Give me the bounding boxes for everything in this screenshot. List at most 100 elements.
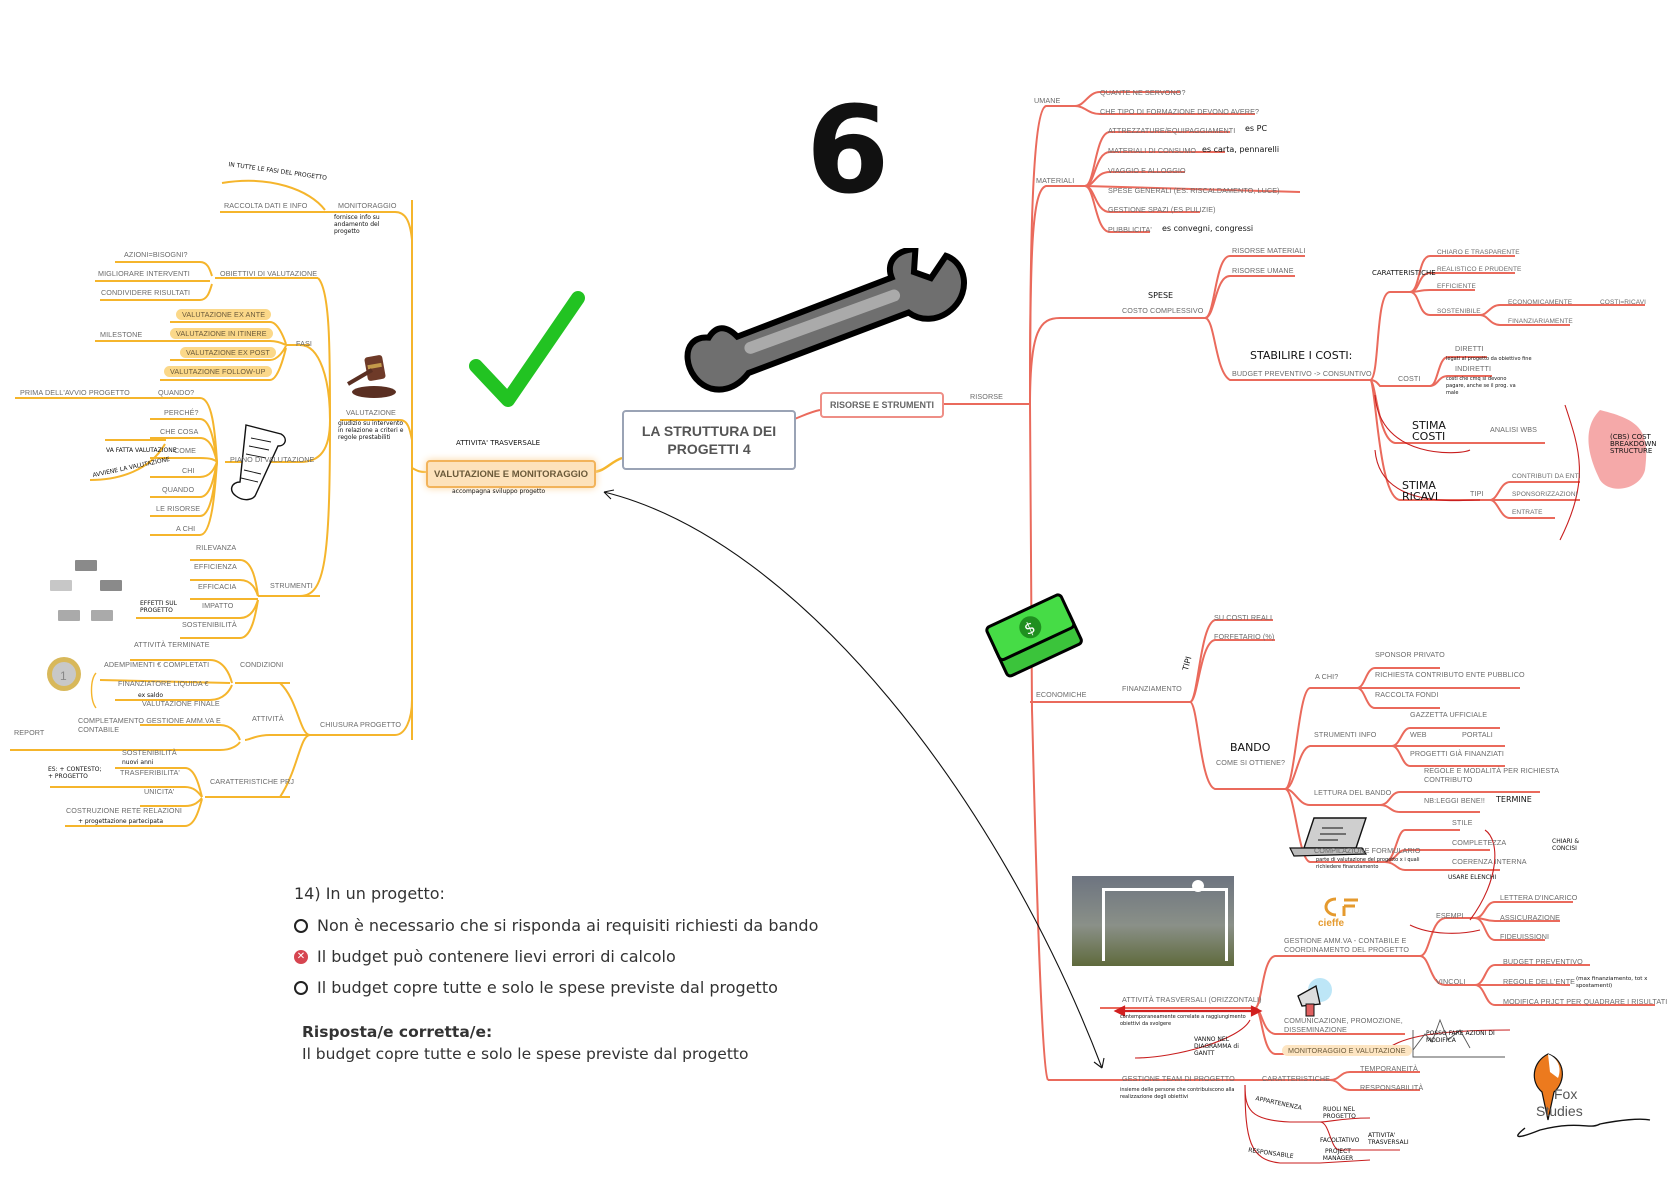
node[interactable]: VALUTAZIONE EX ANTE <box>176 309 272 320</box>
node[interactable]: TEMPORANEITÀ <box>1360 1064 1418 1073</box>
node-report[interactable]: REPORT <box>14 728 45 737</box>
node[interactable]: COMPLETEZZA <box>1452 838 1507 847</box>
node-attivita[interactable]: ATTIVITÀ <box>252 714 284 723</box>
node[interactable]: COSTRUZIONE RETE RELAZIONI <box>66 806 183 815</box>
node-risorse-strumenti[interactable]: RISORSE E STRUMENTI <box>820 392 944 418</box>
node[interactable]: SOSTENIBILITÀ <box>182 620 237 629</box>
node[interactable]: VALUTAZIONE IN ITINERE <box>170 328 273 339</box>
node[interactable]: CHE COSA <box>160 427 199 436</box>
node-chiusura[interactable]: CHIUSURA PROGETTO <box>320 720 402 729</box>
quiz-option[interactable]: Il budget copre tutte e solo le spese pr… <box>294 978 818 997</box>
node[interactable]: COERENZA INTERNA <box>1452 857 1527 866</box>
node[interactable]: MODIFICA PRJCT PER QUADRARE I RISULTATI <box>1503 997 1668 1006</box>
node[interactable]: UNICITA' <box>144 787 175 796</box>
node-finanziamento[interactable]: FINANZIAMENTO <box>1122 684 1182 693</box>
node[interactable]: GESTIONE SPAZI (ES PULIZIE) <box>1108 205 1216 214</box>
node-piano[interactable]: PIANO DI VALUTAZIONE <box>230 455 315 464</box>
node-risorse[interactable]: RISORSE <box>970 392 1004 401</box>
node-tipi[interactable]: TIPI <box>1470 489 1484 498</box>
node[interactable]: REGOLE E MODALITÀ PER RICHIESTA CONTRIBU… <box>1424 766 1559 784</box>
node-obiettivi[interactable]: OBIETTIVI DI VALUTAZIONE <box>220 269 318 278</box>
node-gestione-amministrativa[interactable]: GESTIONE AMM.VA - CONTABILE E COORDINAME… <box>1284 936 1410 954</box>
node[interactable]: REALISTICO E PRUDENTE <box>1437 266 1522 273</box>
node[interactable]: MATERIALI DI CONSUMO <box>1108 146 1197 155</box>
node-attivita-trasversali[interactable]: ATTIVITÀ TRASVERSALI (ORIZZONTALI) <box>1122 995 1262 1004</box>
node[interactable]: ENTRATE <box>1512 509 1543 516</box>
node[interactable]: SPONSOR PRIVATO <box>1375 650 1445 659</box>
node[interactable]: GAZZETTA UFFICIALE <box>1410 710 1488 719</box>
quiz-option[interactable]: ✕ Il budget può contenere lievi errori d… <box>294 947 818 966</box>
node[interactable]: EFFICIENZA <box>194 562 237 571</box>
node[interactable]: DIRETTI <box>1455 344 1484 353</box>
node[interactable]: FORFETARIO (%) <box>1214 632 1275 641</box>
node[interactable]: VALUTAZIONE EX POST <box>180 347 276 358</box>
node[interactable]: SU COSTI REALI <box>1214 613 1273 622</box>
node[interactable]: CONTRIBUTI DA ENTI <box>1512 473 1581 480</box>
node[interactable]: PRIMA DELL'AVVIO PROGETTO <box>20 388 130 397</box>
wrong-answer-icon[interactable]: ✕ <box>294 949 308 964</box>
node-umane[interactable]: UMANE <box>1034 96 1061 105</box>
node-come-si-ottiene[interactable]: COME SI OTTIENE? <box>1216 758 1286 767</box>
node[interactable]: CHIARO E TRASPARENTE <box>1437 249 1520 256</box>
node[interactable]: SOSTENIBILITÀ <box>122 748 177 757</box>
node[interactable]: TRASFERIBILITA' <box>120 768 180 777</box>
node[interactable]: WEB <box>1410 730 1427 739</box>
node[interactable]: LETTERA D'INCARICO <box>1500 893 1578 902</box>
node[interactable]: RISORSE UMANE <box>1232 266 1294 275</box>
node-milestone[interactable]: MILESTONE <box>100 330 143 339</box>
node-a-chi[interactable]: A CHI? <box>1315 672 1339 681</box>
node[interactable]: ASSICURAZIONE <box>1500 913 1561 922</box>
node-economiche[interactable]: ECONOMICHE <box>1036 690 1087 699</box>
node[interactable]: IMPATTO <box>202 601 234 610</box>
node-valutazione-monitoraggio[interactable]: VALUTAZIONE E MONITORAGGIO <box>426 460 596 488</box>
node[interactable]: EFFICACIA <box>198 582 237 591</box>
node-caratteristiche-prj[interactable]: CARATTERISTICHE PRJ <box>210 777 295 786</box>
node[interactable]: BUDGET PREVENTIVO -> CONSUNTIVO <box>1232 369 1372 378</box>
node[interactable]: AZIONI=BISOGNI? <box>124 250 188 259</box>
node[interactable]: COME <box>174 446 196 455</box>
node[interactable]: ATTIVITÀ TERMINATE <box>134 640 210 649</box>
quiz-option[interactable]: Non è necessario che si risponda ai requ… <box>294 916 818 935</box>
node-monitoraggio[interactable]: MONITORAGGIO <box>338 201 397 210</box>
node[interactable]: SPESE GENERALI (ES: RISCALDAMENTO, LUCE) <box>1108 186 1280 195</box>
node[interactable]: RILEVANZA <box>196 543 237 552</box>
node[interactable]: RESPONSABILITÀ <box>1360 1083 1424 1092</box>
node-monitoraggio-valutazione[interactable]: MONITORAGGIO E VALUTAZIONE <box>1282 1045 1412 1056</box>
node[interactable]: REGOLE DELL'ENTE <box>1503 977 1576 986</box>
node-materiali[interactable]: MATERIALI <box>1036 176 1075 185</box>
node-gestione-team[interactable]: GESTIONE TEAM DI PROGETTO <box>1122 1074 1235 1083</box>
node[interactable]: VALUTAZIONE FINALE <box>142 699 220 708</box>
node[interactable]: ECONOMICAMENTE <box>1508 299 1573 306</box>
node[interactable]: QUANDO <box>162 485 195 494</box>
node-strumenti[interactable]: STRUMENTI <box>270 581 313 590</box>
node[interactable]: FINANZIARIAMENTE <box>1508 318 1573 325</box>
node[interactable]: VALUTAZIONE FOLLOW-UP <box>164 366 272 377</box>
radio-empty-icon[interactable] <box>294 918 308 933</box>
node[interactable]: FIDEUISSIONI <box>1500 932 1550 941</box>
node-esempi[interactable]: ESEMPI <box>1436 911 1464 920</box>
node[interactable]: COMPLETAMENTO GESTIONE AMM.VA E CONTABIL… <box>78 716 221 734</box>
node[interactable]: A CHI <box>176 524 196 533</box>
node-comunicazione[interactable]: COMUNICAZIONE, PROMOZIONE, DISSEMINAZION… <box>1284 1016 1403 1034</box>
node[interactable]: COSTI=RICAVI <box>1600 299 1647 306</box>
node[interactable]: LE RISORSE <box>156 504 201 513</box>
central-node[interactable]: LA STRUTTURA DEI PROGETTI 4 <box>622 410 796 470</box>
node[interactable]: BUDGET PREVENTIVO <box>1503 957 1583 966</box>
node-condizioni[interactable]: CONDIZIONI <box>240 660 284 669</box>
node[interactable]: STILE <box>1452 818 1473 827</box>
node-compilazione-formulario[interactable]: COMPILAZIONE FORMULARIO <box>1314 846 1421 855</box>
node[interactable]: ATTREZZATURE/EQUIPAGGIAMENTI <box>1108 126 1236 135</box>
node-caratteristiche[interactable]: CARATTERISTICHE <box>1262 1074 1331 1083</box>
node[interactable]: QUANTE NE SERVONO? <box>1100 88 1186 97</box>
node[interactable]: CONDIVIDERE RISULTATI <box>101 288 191 297</box>
node[interactable]: PUBBLICITA' <box>1108 225 1152 234</box>
node[interactable]: INDIRETTI <box>1455 364 1492 373</box>
node[interactable]: PERCHÉ? <box>164 408 199 417</box>
node[interactable]: RACCOLTA DATI E INFO <box>224 201 308 210</box>
node[interactable]: VIAGGIO E ALLOGGIO <box>1108 166 1186 175</box>
node[interactable]: PROGETTI GIÀ FINANZIATI <box>1410 749 1505 758</box>
node[interactable]: NB:LEGGI BENE!! <box>1424 796 1486 805</box>
node[interactable]: QUANDO? <box>158 388 195 397</box>
node[interactable]: CHE TIPO DI FORMAZIONE DEVONO AVERE? <box>1100 107 1260 116</box>
node-strumenti-info[interactable]: STRUMENTI INFO <box>1314 730 1377 739</box>
